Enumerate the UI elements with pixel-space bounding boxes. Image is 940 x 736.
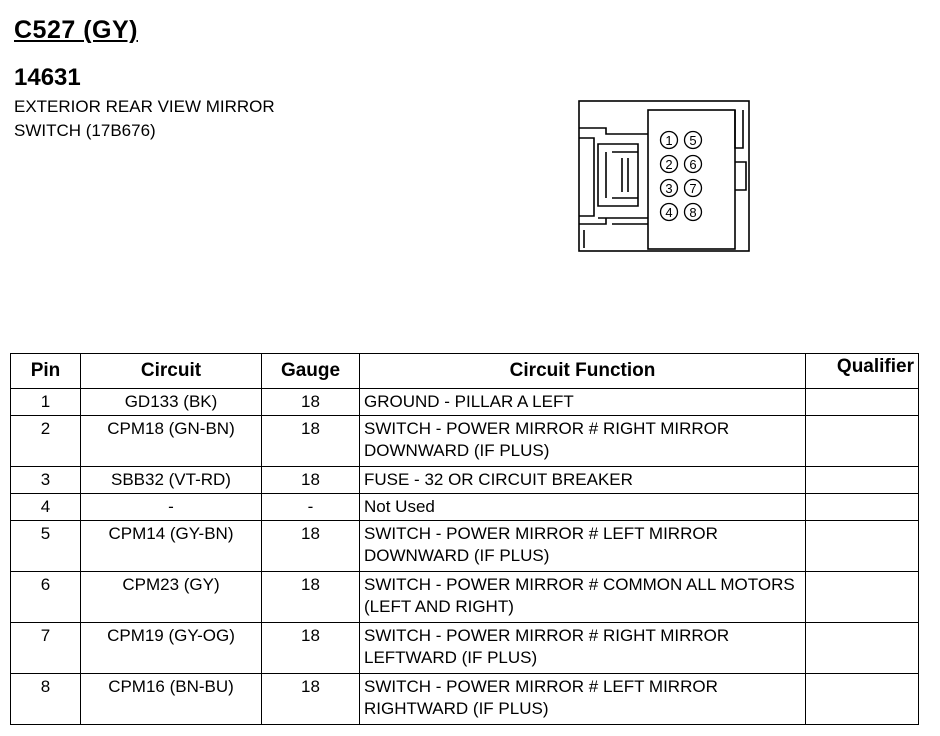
- cell-pin: 5: [10, 520, 81, 572]
- cell-function: Not Used: [359, 493, 806, 521]
- pin-4-marker: 4: [659, 202, 679, 222]
- table-row: 2 CPM18 (GN-BN) 18 SWITCH - POWER MIRROR…: [10, 415, 919, 467]
- pin-2-marker: 2: [659, 154, 679, 174]
- cell-qualifier: [805, 415, 919, 467]
- table-row: 1 GD133 (BK) 18 GROUND - PILLAR A LEFT: [10, 388, 919, 416]
- cell-qualifier: [805, 571, 919, 623]
- cell-gauge: 18: [261, 415, 360, 467]
- cell-qualifier: [805, 466, 919, 494]
- pin-6-marker: 6: [683, 154, 703, 174]
- cell-qualifier: [805, 493, 919, 521]
- right-latch: [734, 110, 744, 149]
- cell-qualifier: [805, 673, 919, 725]
- cell-gauge: 18: [261, 466, 360, 494]
- part-description-line1: EXTERIOR REAR VIEW MIRROR: [14, 97, 275, 116]
- cell-pin: 4: [10, 493, 81, 521]
- cell-circuit: GD133 (BK): [80, 388, 262, 416]
- header-gauge: Gauge: [261, 353, 360, 389]
- pin-1-marker: 1: [659, 130, 679, 150]
- pin-5-marker: 5: [683, 130, 703, 150]
- cell-gauge: 18: [261, 388, 360, 416]
- cell-pin: 1: [10, 388, 81, 416]
- cell-gauge: 18: [261, 571, 360, 623]
- svg-text:3: 3: [665, 181, 672, 196]
- cell-pin: 7: [10, 622, 81, 674]
- svg-text:2: 2: [665, 157, 672, 172]
- part-description-line2: SWITCH (17B676): [14, 121, 156, 140]
- cell-pin: 3: [10, 466, 81, 494]
- svg-text:4: 4: [665, 205, 672, 220]
- table-row: 8 CPM16 (BN-BU) 18 SWITCH - POWER MIRROR…: [10, 673, 919, 725]
- cell-circuit: CPM19 (GY-OG): [80, 622, 262, 674]
- cell-qualifier: [805, 388, 919, 416]
- header-circuit-function: Circuit Function: [359, 353, 806, 389]
- svg-text:7: 7: [689, 181, 696, 196]
- cell-circuit: CPM16 (BN-BU): [80, 673, 262, 725]
- pin-8-marker: 8: [683, 202, 703, 222]
- pin-3-marker: 3: [659, 178, 679, 198]
- header-pin: Pin: [10, 353, 81, 389]
- pinout-table: Pin Circuit Gauge Circuit Function Quali…: [10, 353, 919, 725]
- svg-text:8: 8: [689, 205, 696, 220]
- table-row: 7 CPM19 (GY-OG) 18 SWITCH - POWER MIRROR…: [10, 622, 919, 674]
- svg-text:1: 1: [665, 133, 672, 148]
- cell-function: FUSE - 32 OR CIRCUIT BREAKER: [359, 466, 806, 494]
- table-row: 5 CPM14 (GY-BN) 18 SWITCH - POWER MIRROR…: [10, 520, 919, 572]
- cell-function: SWITCH - POWER MIRROR # RIGHT MIRROR LEF…: [359, 622, 806, 674]
- cell-function: SWITCH - POWER MIRROR # LEFT MIRROR DOWN…: [359, 520, 806, 572]
- cell-circuit: CPM18 (GN-BN): [80, 415, 262, 467]
- cell-gauge: -: [261, 493, 360, 521]
- cell-circuit: -: [80, 493, 262, 521]
- table-row: 6 CPM23 (GY) 18 SWITCH - POWER MIRROR # …: [10, 571, 919, 623]
- table-row: 3 SBB32 (VT-RD) 18 FUSE - 32 OR CIRCUIT …: [10, 466, 919, 494]
- cell-function: SWITCH - POWER MIRROR # COMMON ALL MOTOR…: [359, 571, 806, 623]
- cell-gauge: 18: [261, 520, 360, 572]
- cell-circuit: SBB32 (VT-RD): [80, 466, 262, 494]
- cell-function: GROUND - PILLAR A LEFT: [359, 388, 806, 416]
- pin-7-marker: 7: [683, 178, 703, 198]
- pin-numbers: 1 5 2 6 3 7 4 8: [659, 130, 703, 222]
- header-circuit: Circuit: [80, 353, 262, 389]
- header-qualifier: Qualifier: [805, 353, 919, 389]
- part-number: 14631: [14, 64, 81, 91]
- cell-qualifier: [805, 520, 919, 572]
- table-header-row: Pin Circuit Gauge Circuit Function Quali…: [10, 353, 919, 389]
- connector-face-drawing: 1 5 2 6 3 7 4 8: [578, 100, 750, 252]
- left-latch: [579, 127, 648, 135]
- pin-cavity: [647, 109, 736, 250]
- connector-id: C527 (GY): [14, 16, 138, 44]
- cell-pin: 6: [10, 571, 81, 623]
- cell-function: SWITCH - POWER MIRROR # LEFT MIRROR RIGH…: [359, 673, 806, 725]
- cell-circuit: CPM14 (GY-BN): [80, 520, 262, 572]
- cell-pin: 8: [10, 673, 81, 725]
- cell-function: SWITCH - POWER MIRROR # RIGHT MIRROR DOW…: [359, 415, 806, 467]
- cell-pin: 2: [10, 415, 81, 467]
- cell-qualifier: [805, 622, 919, 674]
- svg-text:5: 5: [689, 133, 696, 148]
- cell-circuit: CPM23 (GY): [80, 571, 262, 623]
- cell-gauge: 18: [261, 622, 360, 674]
- connector-housing: [578, 100, 750, 252]
- cell-gauge: 18: [261, 673, 360, 725]
- table-row: 4 - - Not Used: [10, 493, 919, 521]
- svg-text:6: 6: [689, 157, 696, 172]
